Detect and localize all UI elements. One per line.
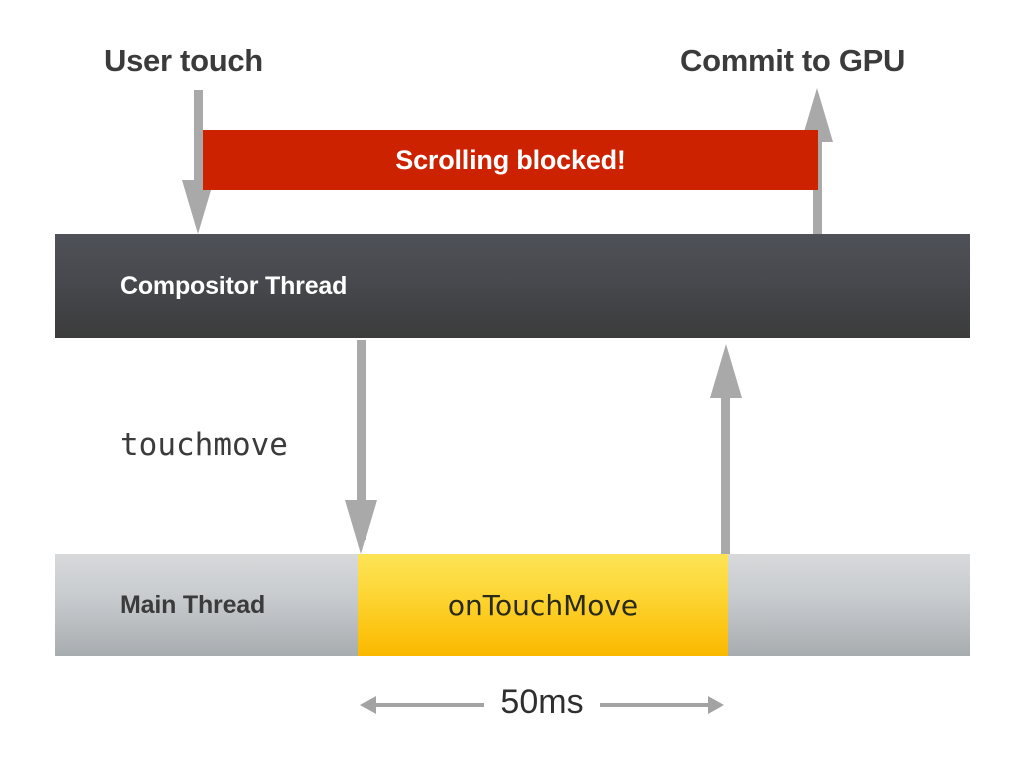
commit-to-gpu-label: Commit to GPU bbox=[680, 43, 906, 78]
on-touch-move-label: onTouchMove bbox=[447, 588, 639, 622]
main-thread-label: Main Thread bbox=[120, 590, 266, 619]
on-touch-move-block: onTouchMove bbox=[358, 554, 728, 656]
duration-measurement: 50ms bbox=[360, 680, 724, 728]
arrow-left-icon-duration bbox=[360, 696, 376, 714]
main-to-compositor-arrow-stem bbox=[721, 393, 730, 556]
arrow-up-icon-main-to-compositor bbox=[710, 344, 742, 398]
compositor-thread-label: Compositor Thread bbox=[120, 271, 348, 300]
duration-line-left bbox=[374, 703, 484, 707]
scrolling-blocked-bar: Scrolling blocked! bbox=[203, 130, 818, 190]
duration-label: 50ms bbox=[500, 683, 584, 721]
duration-line-right bbox=[600, 703, 710, 707]
touchmove-arrow-stem bbox=[357, 340, 366, 540]
scrolling-blocked-label: Scrolling blocked! bbox=[395, 144, 626, 175]
arrow-down-icon-touchmove bbox=[345, 500, 377, 554]
touchmove-event-label: touchmove bbox=[120, 427, 288, 463]
user-touch-arrow-stem bbox=[194, 90, 203, 184]
user-touch-label: User touch bbox=[104, 43, 263, 78]
compositor-thread-bar: Compositor Thread bbox=[55, 234, 970, 338]
arrow-right-icon-duration bbox=[708, 696, 724, 714]
